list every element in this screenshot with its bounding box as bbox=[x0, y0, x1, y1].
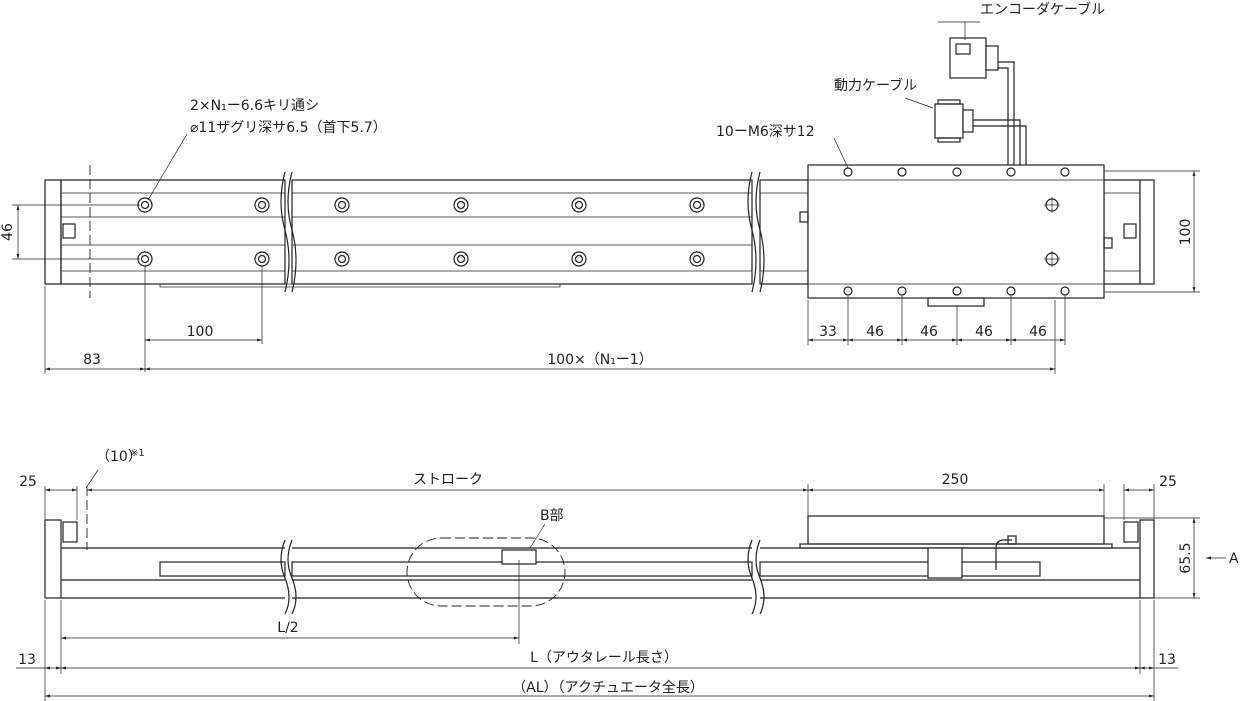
top-view: エンコーダケーブル 動力ケーブル 10ーM6深サ12 2×N₁ー6.6キリ通シ … bbox=[0, 1, 1200, 374]
svg-text:L/2: L/2 bbox=[277, 620, 298, 636]
note-mark: ※1 bbox=[130, 448, 145, 459]
dim-bottom-row: 83 100×（N₁ー1） bbox=[44, 286, 1056, 374]
power-cable-label: 動力ケーブル bbox=[834, 77, 917, 94]
svg-text:33: 33 bbox=[819, 324, 837, 340]
svg-text:25: 25 bbox=[1159, 474, 1177, 490]
svg-text:（AL）（アクチュエータ全長）: （AL）（アクチュエータ全長） bbox=[512, 679, 704, 696]
detail-b-label: B部 bbox=[540, 508, 564, 524]
detail-b-outline bbox=[406, 537, 566, 607]
side-view: B部 （10） ※1 25 ストローク 250 2 bbox=[16, 448, 1239, 701]
cables bbox=[934, 37, 1027, 165]
slider-top bbox=[799, 164, 1113, 307]
svg-text:46: 46 bbox=[0, 223, 16, 241]
svg-text:100: 100 bbox=[1178, 219, 1194, 246]
dim-slider-100: 100 bbox=[1104, 170, 1200, 293]
svg-text:83: 83 bbox=[83, 352, 101, 368]
dim-overall: （AL）（アクチュエータ全長） bbox=[44, 600, 1155, 701]
svg-text:250: 250 bbox=[942, 472, 969, 488]
mount-holes bbox=[137, 197, 705, 267]
svg-text:A: A bbox=[1229, 551, 1239, 567]
mount-holes-label-2: ⌀11ザグリ深サ6.5（首下5.7） bbox=[190, 120, 387, 136]
svg-text:25: 25 bbox=[19, 474, 37, 490]
ref-10-label: （10） bbox=[96, 449, 142, 465]
svg-text:100: 100 bbox=[187, 324, 214, 340]
dim-slider-row: 33 46 46 46 46 bbox=[807, 296, 1066, 345]
dim-half-length: L/2 bbox=[60, 560, 520, 674]
svg-text:65.5: 65.5 bbox=[1178, 542, 1194, 573]
dim-100-pitch: 100 bbox=[144, 266, 263, 372]
dim-stroke: ストローク bbox=[87, 472, 809, 516]
dim-46-vertical: 46 bbox=[0, 204, 140, 260]
svg-text:46: 46 bbox=[975, 324, 993, 340]
side-rail bbox=[44, 519, 1155, 615]
rail-body bbox=[44, 171, 1155, 293]
dim-25-right: 25 bbox=[1123, 474, 1177, 520]
dim-outer-rail: L（アウタレール長さ） 13 13 bbox=[16, 600, 1178, 674]
svg-text:46: 46 bbox=[1029, 324, 1047, 340]
dim-250: 250 bbox=[808, 472, 1105, 516]
mount-leader bbox=[147, 133, 188, 201]
mount-holes-label-1: 2×N₁ー6.6キリ通シ bbox=[190, 98, 319, 114]
encoder-cable-label: エンコーダケーブル bbox=[980, 1, 1105, 18]
svg-text:13: 13 bbox=[18, 652, 36, 668]
power-leader bbox=[904, 97, 934, 109]
svg-text:13: 13 bbox=[1158, 652, 1176, 668]
svg-text:100×（N₁ー1）: 100×（N₁ー1） bbox=[547, 352, 652, 368]
view-arrow-a: A bbox=[1206, 551, 1239, 567]
svg-text:46: 46 bbox=[920, 324, 938, 340]
dim-25-left: 25 bbox=[19, 474, 77, 520]
dim-65-5: 65.5 bbox=[1104, 517, 1200, 599]
svg-text:ストローク: ストローク bbox=[413, 472, 483, 488]
svg-text:46: 46 bbox=[866, 324, 884, 340]
side-slider bbox=[799, 515, 1113, 579]
svg-text:L（アウタレール長さ）: L（アウタレール長さ） bbox=[530, 650, 678, 666]
tapped-leader bbox=[833, 137, 849, 169]
tapped-holes-label: 10ーM6深サ12 bbox=[716, 124, 815, 140]
